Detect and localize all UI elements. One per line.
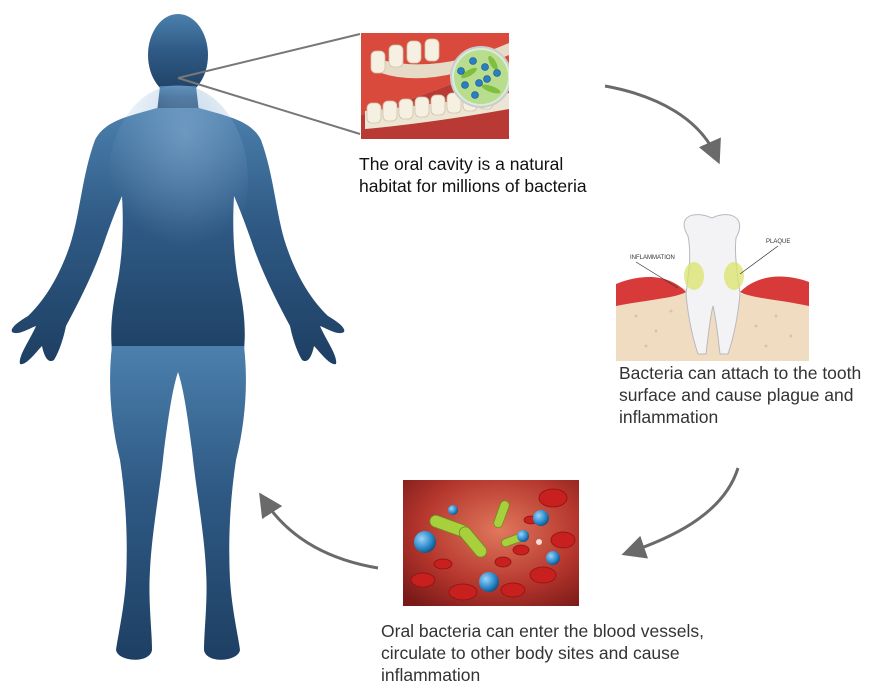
arrow-blood-to-body <box>264 500 378 568</box>
arrow-mouth-to-tooth <box>605 86 716 156</box>
caption-tooth-plaque: Bacteria can attach to the tooth surface… <box>619 362 879 428</box>
caption-blood-vessels: Oral bacteria can enter the blood vessel… <box>381 620 711 686</box>
arrow-tooth-to-blood <box>630 468 738 552</box>
caption-oral-cavity: The oral cavity is a natural habitat for… <box>359 153 609 197</box>
